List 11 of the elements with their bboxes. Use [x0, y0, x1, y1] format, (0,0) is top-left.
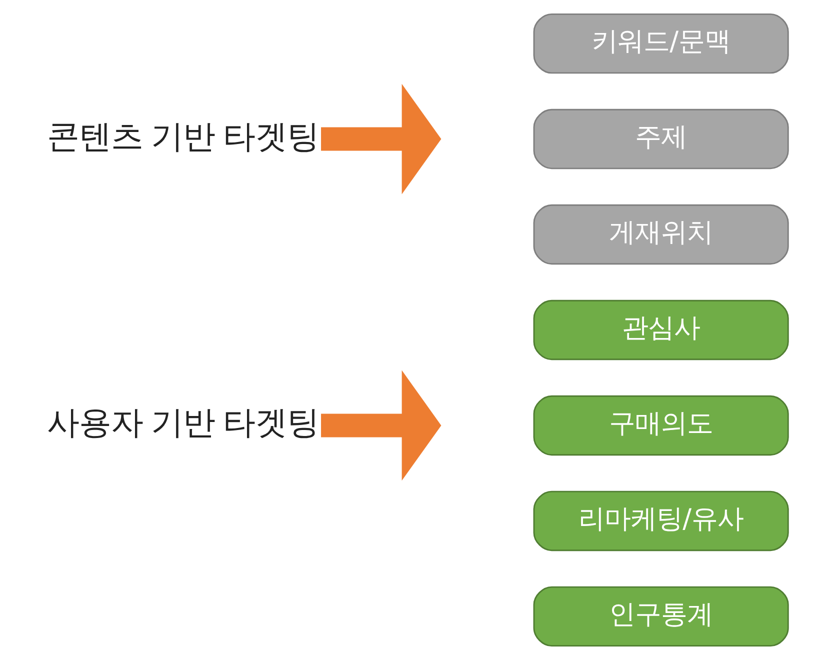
arrow	[320, 370, 441, 481]
node-box: 주제	[532, 108, 788, 170]
node-text: 콘텐츠 기반 타겟팅	[46, 118, 319, 154]
node-box: 게재위치	[532, 204, 788, 265]
node-box: 리마케팅/유사	[532, 490, 788, 552]
node-text: 사용자 기반 타겟팅	[46, 404, 319, 441]
node-box: 키워드/문맥	[532, 13, 788, 74]
node-box: 구매의도	[532, 395, 788, 456]
arrow	[320, 84, 441, 194]
node-box: 인구통계	[532, 586, 788, 647]
node-box: 관심사	[532, 300, 788, 360]
